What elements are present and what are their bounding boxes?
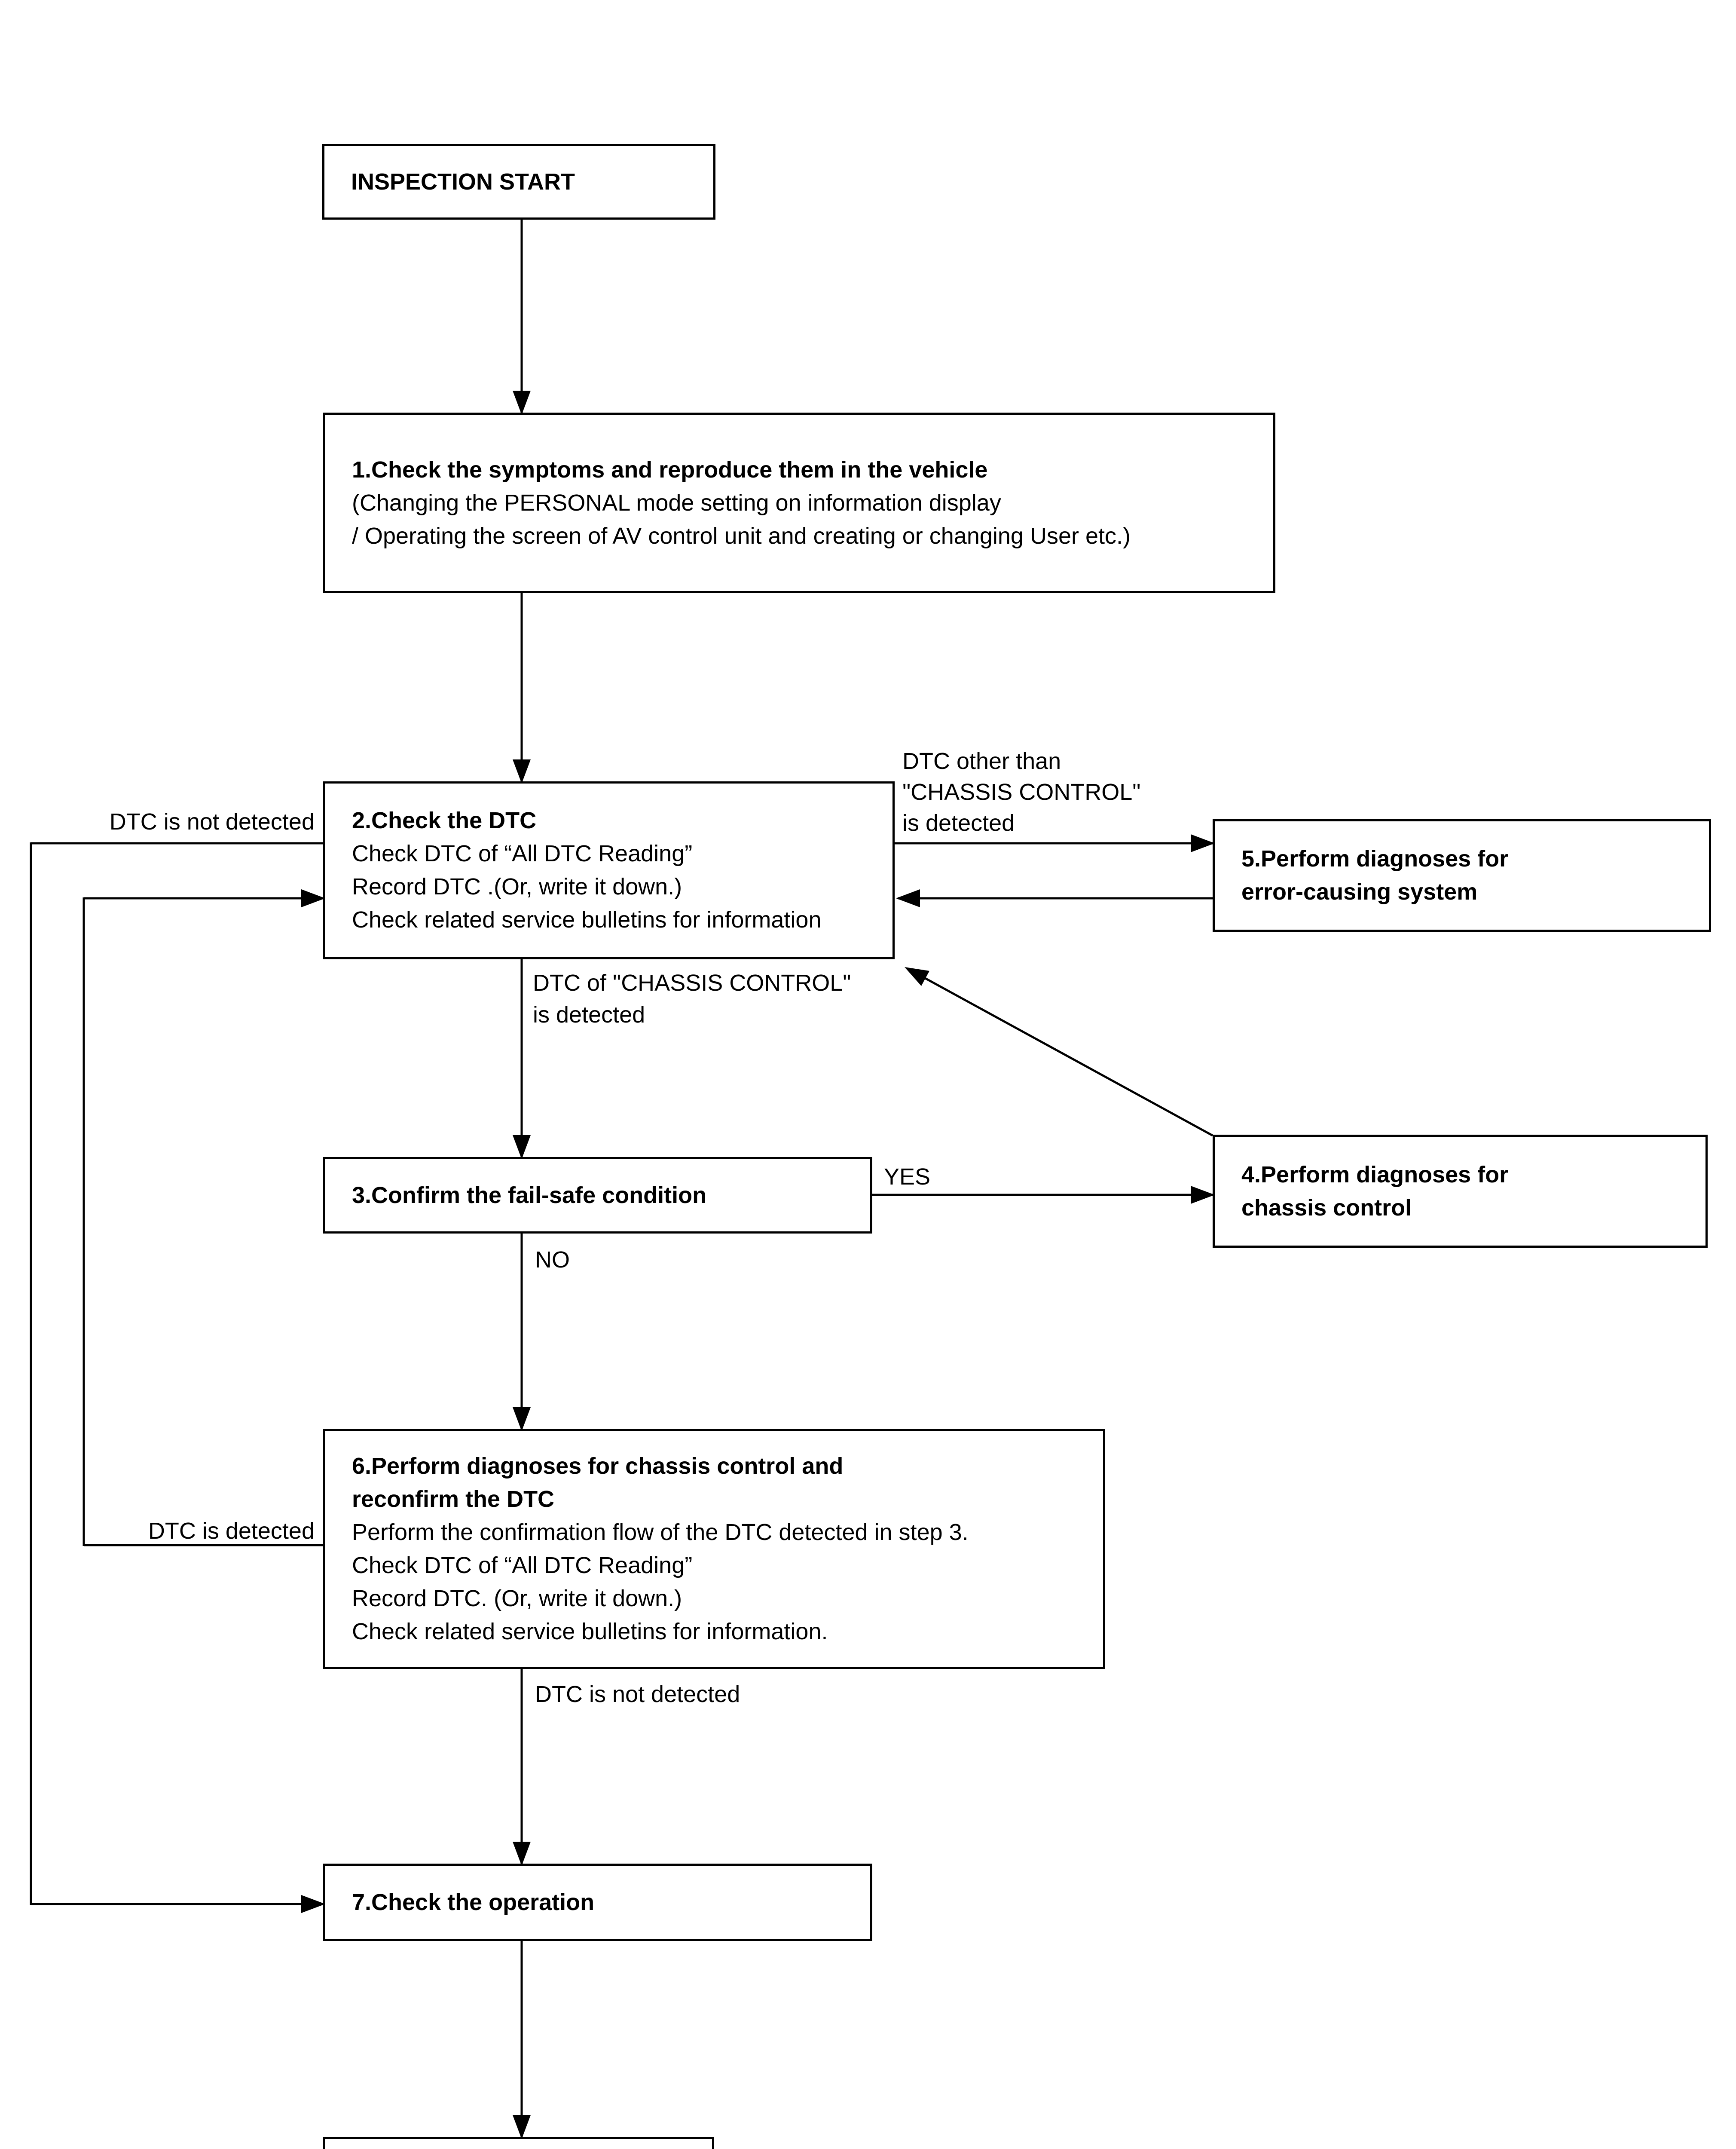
edge-label-dtc-other-than: DTC other than "CHASSIS CONTROL" is dete… xyxy=(902,746,1140,839)
arrowhead-into-step4 xyxy=(1191,1186,1215,1204)
edge-label-dtc-not-detected: DTC is not detected xyxy=(109,809,315,835)
edge-label-dtc-of-chassis-control: DTC of "CHASSIS CONTROL" is detected xyxy=(533,967,851,1031)
node-step6-reconfirm-dtc: 6.Perform diagnoses for chassis control … xyxy=(323,1429,1105,1669)
node-step6-line: Check DTC of “All DTC Reading” xyxy=(352,1552,693,1578)
node-step2-check-dtc: 2.Check the DTC Check DTC of “All DTC Re… xyxy=(323,781,895,959)
edge-label-yes: YES xyxy=(884,1164,931,1190)
edge-label-dtc-chassis-line2: is detected xyxy=(533,1002,645,1028)
edge-label-dtc-not-detected-bottom: DTC is not detected xyxy=(535,1681,740,1707)
arrowhead-into-step2-left xyxy=(301,889,325,907)
node-step3-confirm-fail-safe: 3.Confirm the fail-safe condition xyxy=(323,1157,872,1234)
node-inspection-start: INSPECTION START xyxy=(322,144,715,220)
node-inspection-start-label: INSPECTION START xyxy=(351,168,575,195)
node-step2-title: 2.Check the DTC xyxy=(352,808,537,833)
edge-label-dtc-other-line1: DTC other than xyxy=(902,748,1061,774)
arrowhead-into-step2-corner xyxy=(905,967,929,986)
arrowhead-into-step7-top xyxy=(513,1842,531,1866)
arrowhead-into-step5 xyxy=(1191,834,1215,852)
node-step5-title: 5.Perform diagnoses for xyxy=(1241,846,1509,872)
edge-label-no: NO xyxy=(535,1247,570,1273)
node-step2-line: Record DTC .(Or, write it down.) xyxy=(352,874,682,900)
arrowhead-into-step3 xyxy=(513,1135,531,1159)
arrowhead-into-step2-top xyxy=(513,759,531,784)
node-inspection-end: INSPECTION END xyxy=(323,2137,714,2149)
node-step7-title: 7.Check the operation xyxy=(352,1889,595,1915)
edge-label-dtc-is-detected: DTC is detected xyxy=(148,1518,315,1544)
node-step6-line: Record DTC. (Or, write it down.) xyxy=(352,1586,682,1611)
arrowhead-into-end xyxy=(513,2115,531,2139)
node-step2-line: Check DTC of “All DTC Reading” xyxy=(352,841,693,866)
node-step5-title2: error-causing system xyxy=(1241,879,1478,905)
node-step3-title: 3.Confirm the fail-safe condition xyxy=(352,1182,707,1208)
node-step4-title2: chassis control xyxy=(1241,1194,1412,1221)
node-step6-line: Perform the confirmation flow of the DTC… xyxy=(352,1519,969,1545)
edge-label-dtc-other-line3: is detected xyxy=(902,810,1015,836)
node-step5-error-causing-system: 5.Perform diagnoses for error-causing sy… xyxy=(1213,819,1711,932)
node-step1-check-symptoms: 1.Check the symptoms and reproduce them … xyxy=(323,413,1275,593)
node-step2-line: Check related service bulletins for info… xyxy=(352,907,822,933)
arrowhead-into-step7-left xyxy=(301,1895,325,1913)
edge-step4-to-step2-diagonal xyxy=(924,977,1213,1137)
node-step4-title: 4.Perform diagnoses for xyxy=(1241,1161,1509,1188)
node-step6-line: Check related service bulletins for info… xyxy=(352,1619,828,1644)
node-step1-line: (Changing the PERSONAL mode setting on i… xyxy=(352,490,1001,516)
edge-label-dtc-other-line2: "CHASSIS CONTROL" xyxy=(902,779,1141,805)
node-step6-title2: reconfirm the DTC xyxy=(352,1486,555,1512)
arrowhead-into-step6 xyxy=(513,1407,531,1431)
edge-label-dtc-chassis-line1: DTC of "CHASSIS CONTROL" xyxy=(533,970,851,996)
node-step1-line: / Operating the screen of AV control uni… xyxy=(352,523,1131,549)
arrowhead-into-step2-right xyxy=(896,889,920,907)
arrowhead-into-step1 xyxy=(513,391,531,415)
node-step4-chassis-control: 4.Perform diagnoses for chassis control xyxy=(1213,1135,1708,1248)
node-step6-title: 6.Perform diagnoses for chassis control … xyxy=(352,1453,844,1479)
node-step7-check-operation: 7.Check the operation xyxy=(323,1864,872,1941)
node-step1-title: 1.Check the symptoms and reproduce them … xyxy=(352,456,988,483)
